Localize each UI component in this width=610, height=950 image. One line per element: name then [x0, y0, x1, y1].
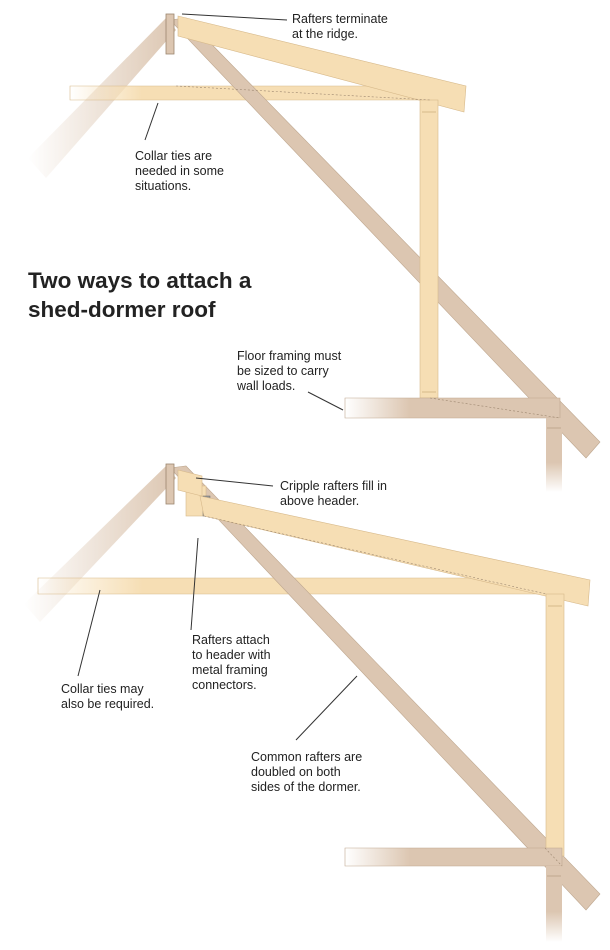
bottom-dormer-rafter — [199, 495, 591, 607]
bottom-common-leader — [295, 675, 358, 741]
top-framing — [28, 13, 601, 492]
bottom-ridge-board — [165, 463, 175, 505]
top-collar-callout: Collar ties are needed in some situation… — [135, 149, 224, 193]
top-dormer-rafter — [177, 15, 467, 113]
top-floor-framing — [344, 397, 561, 419]
top-dormer-wall-stud — [419, 99, 439, 399]
bottom-framing — [24, 463, 601, 942]
top-floor-leader — [307, 391, 344, 411]
cripple-callout: Cripple rafters fill in above header. — [280, 479, 387, 508]
top-ridge-board — [165, 13, 175, 55]
bottom-attach-leader — [190, 537, 199, 631]
bottom-dormer-wall-stud — [545, 593, 565, 857]
cripple-rafter — [177, 469, 203, 497]
bottom-left-common-rafter — [24, 466, 176, 622]
top-collar-leader — [144, 102, 159, 141]
common-callout: Common rafters are doubled on both sides… — [251, 750, 363, 794]
bottom-cripple-leader — [195, 477, 274, 487]
diagram-title: Two ways to attach a shed-dormer roof — [28, 268, 252, 322]
bottom-lower-wall-stud — [546, 866, 562, 942]
bottom-right-common-rafter — [169, 465, 601, 911]
attach-callout: Rafters attach to header with metal fram… — [192, 633, 271, 692]
ridge-callout: Rafters terminate at the ridge. — [292, 12, 388, 41]
top-lower-wall-stud — [546, 418, 562, 492]
floor-callout: Floor framing must be sized to carry wal… — [237, 349, 342, 393]
bottom-collar-leader — [77, 589, 101, 677]
top-ridge-leader — [181, 13, 288, 21]
bottom-floor-framing — [344, 847, 563, 867]
bottom-collar-callout: Collar ties may also be required. — [61, 682, 155, 711]
